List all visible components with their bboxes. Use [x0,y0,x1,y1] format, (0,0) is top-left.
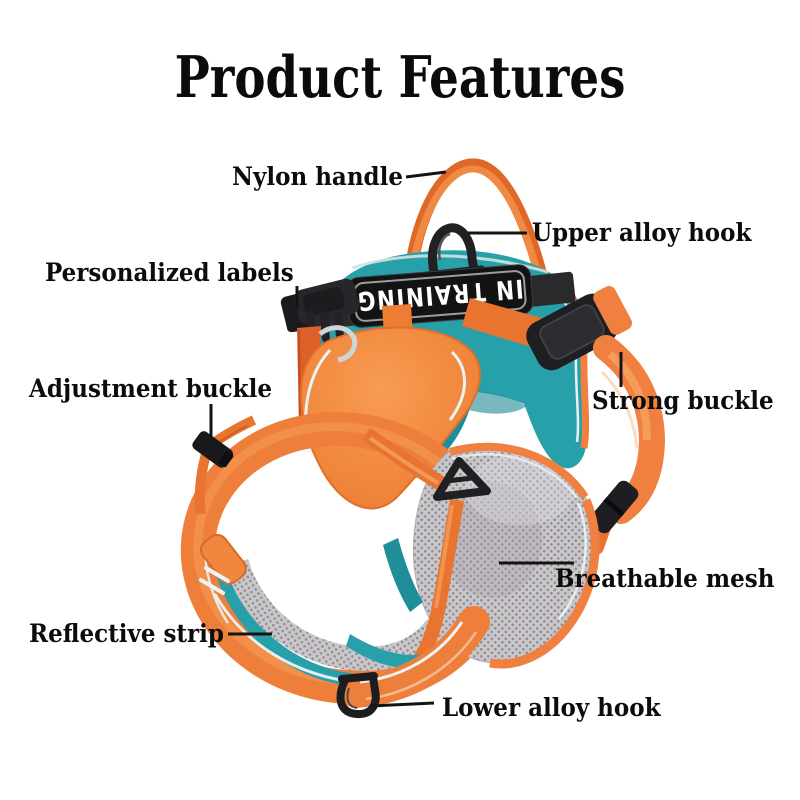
lower-alloy-hook-part [336,672,380,719]
label-upper-alloy-hook: Upper alloy hook [532,218,752,247]
label-adjustment-buckle: Adjustment buckle [29,374,272,403]
page-title: Product Features [174,44,626,111]
mesh-straps [361,427,491,668]
reflective-strip-part [213,592,360,685]
right-strap [588,335,666,555]
leader-nylon-handle [405,170,447,179]
leader-lower-alloy-hook [370,701,435,708]
adjustment-buckle-part [192,415,257,515]
label-strong-buckle: Strong buckle [592,386,774,415]
tri-glide-part [433,457,491,501]
label-nylon-handle: Nylon handle [232,162,404,191]
label-breathable-mesh: Breathable mesh [555,564,775,593]
inner-panel-slivers [346,538,424,669]
label-lower-alloy-hook: Lower alloy hook [442,693,661,722]
label-reflective-strip: Reflective strip [29,619,224,648]
breathable-mesh-part [412,442,600,669]
strap-slider-part [589,480,639,534]
label-personalized-labels: Personalized labels [45,258,294,287]
strong-buckle-part [526,286,633,371]
leader-lines [209,170,623,708]
strap-keeper [199,533,247,595]
chest-panel [299,325,481,510]
